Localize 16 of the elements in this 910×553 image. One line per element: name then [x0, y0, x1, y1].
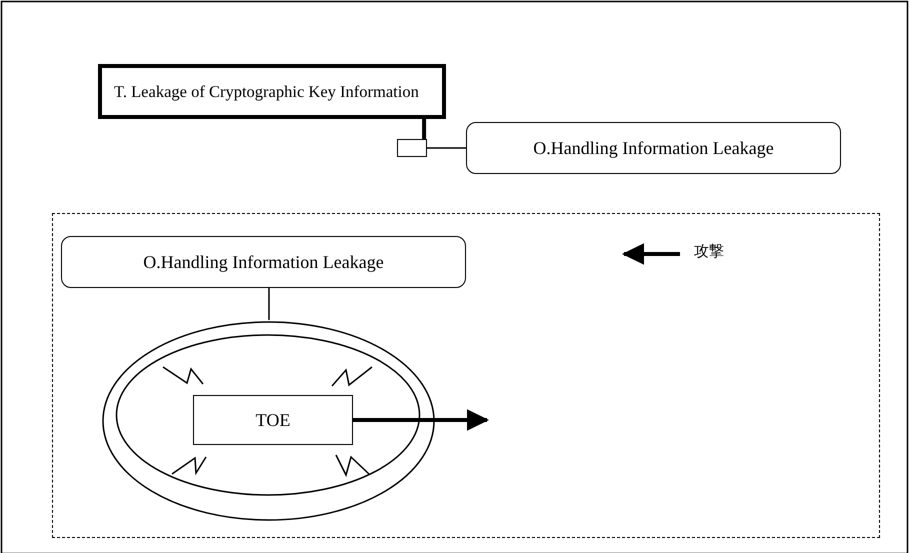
toe-box — [193, 395, 353, 445]
dashed-frame — [52, 213, 880, 538]
connector-box — [397, 139, 427, 157]
box-label: TOE — [256, 410, 290, 430]
connector-line — [268, 287, 270, 320]
objective-box — [61, 236, 466, 288]
legend-label: 攻撃 — [694, 242, 724, 261]
arrow — [352, 409, 489, 431]
box-label: O.Handling Information Leakage — [533, 138, 774, 158]
objective-box — [466, 122, 841, 174]
connector-line — [427, 147, 466, 149]
double-ellipse — [102, 321, 435, 521]
connector-line — [422, 119, 426, 139]
box-label: O.Handling Information Leakage — [143, 252, 384, 272]
threat-box — [98, 64, 446, 119]
threat-title: T. Leakage of Cryptographic Key Information — [114, 82, 419, 102]
